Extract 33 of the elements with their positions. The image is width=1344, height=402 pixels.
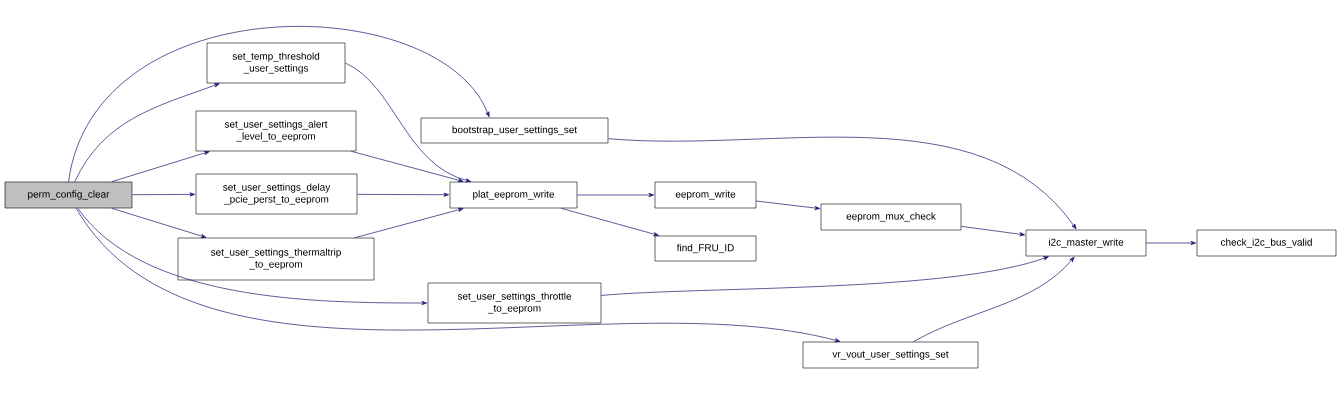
arrow [350,150,464,183]
arrow [1145,240,1196,246]
arrow [131,192,195,197]
arrow [77,207,428,306]
function-box: set_user_settings_delay _pcie_perst_to_eeprom [195,173,358,215]
function-box: plat_eeprom_write [449,181,578,209]
function-box: set_user_settings_throttle _to_eeprom [427,282,602,324]
function-box: set_user_settings_thermaltrip _to_eeprom [177,237,375,281]
function-box: find_FRU_ID [654,235,757,262]
arrow [354,207,464,239]
arrow [74,83,220,183]
function-box: set_temp_threshold _user_settings [206,42,346,84]
function-box: perm_config_clear [4,181,133,209]
arrow [576,192,654,198]
arrow [913,256,1075,343]
arrow [111,151,210,183]
arrow [356,192,450,197]
arrow [68,26,490,183]
function-box: eeprom_write [654,181,757,209]
function-box: check_i2c_bus_valid [1196,229,1337,257]
function-box: bootstrap_user_settings_set [420,117,609,144]
arrow [111,207,207,238]
function-box: i2c_master_write [1025,229,1147,257]
function-box: vr_vout_user_settings_set [802,341,979,369]
function-box: set_user_settings_alert _level_to_eeprom [195,110,357,152]
arrow [560,207,659,237]
function-box: eeprom_mux_check [820,203,962,231]
arrow [600,256,1049,296]
arrow [960,226,1026,237]
arrow [607,136,1077,230]
arrow [755,200,821,211]
arrow [344,62,472,183]
arrow [75,207,841,343]
